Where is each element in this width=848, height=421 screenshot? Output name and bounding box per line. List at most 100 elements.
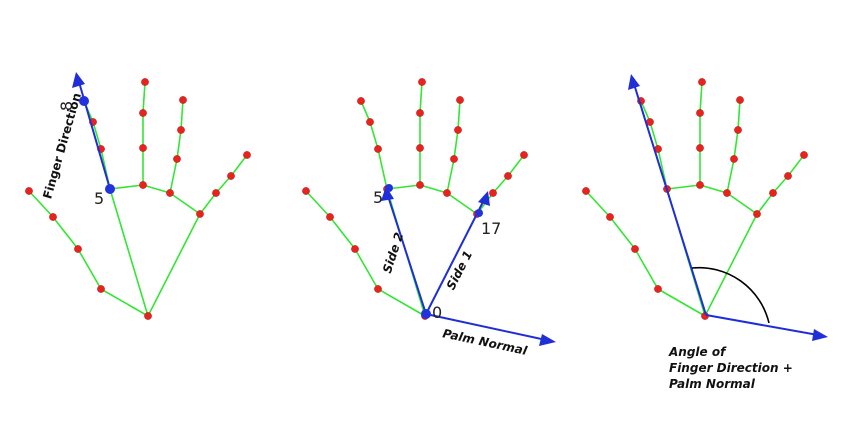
joint-20 xyxy=(800,151,808,159)
joint-2 xyxy=(74,245,82,253)
joint-13 xyxy=(723,189,731,197)
side-2-label: Side 2 xyxy=(380,231,406,275)
joint-12 xyxy=(141,78,149,86)
bone-0-5 xyxy=(109,188,149,317)
bone-15-16 xyxy=(180,99,184,131)
bone-17-18 xyxy=(199,192,217,215)
side-2-vector xyxy=(387,195,427,315)
keypoint-5-label: 5 xyxy=(373,188,383,207)
bone-3-4 xyxy=(305,190,331,218)
joint-19 xyxy=(504,172,512,180)
hand-skeleton-1 xyxy=(25,78,251,320)
keypoint-5-label: 5 xyxy=(94,189,104,208)
joint-0 xyxy=(144,312,152,320)
hand-skeleton-2 xyxy=(302,78,528,320)
hand-skeleton-3 xyxy=(582,78,808,320)
bone-5-9 xyxy=(666,184,701,190)
bone-1-2 xyxy=(634,248,659,290)
joint-3 xyxy=(606,213,614,221)
keypoint-17-label: 17 xyxy=(481,219,501,238)
joint-16 xyxy=(456,96,464,104)
joint-1 xyxy=(97,285,105,293)
joint-18 xyxy=(212,189,220,197)
bone-13-14 xyxy=(446,158,455,194)
bone-3-4 xyxy=(28,190,54,218)
finger-direction-arrowhead xyxy=(72,72,85,88)
bone-9-13 xyxy=(699,184,728,194)
joint-11 xyxy=(139,109,147,117)
panel-angle: Angle of Finger Direction + Palm Normal xyxy=(582,74,828,391)
joint-20 xyxy=(520,151,528,159)
joint-14 xyxy=(450,155,458,163)
palm-normal-label: Palm Normal xyxy=(441,326,529,358)
bone-14-15 xyxy=(733,129,739,160)
joint-19 xyxy=(784,172,792,180)
side-1-vector xyxy=(425,199,485,315)
angle-caption-line-3: Palm Normal xyxy=(669,377,756,391)
joint-8 xyxy=(357,97,365,105)
keypoint-0 xyxy=(421,309,431,319)
bone-0-17 xyxy=(704,213,758,317)
bone-17-18 xyxy=(756,192,774,215)
joint-9 xyxy=(139,181,147,189)
joint-10 xyxy=(139,144,147,152)
bone-9-13 xyxy=(419,184,448,194)
joint-14 xyxy=(730,155,738,163)
bone-19-20 xyxy=(507,154,525,177)
joint-1 xyxy=(374,285,382,293)
joint-13 xyxy=(443,189,451,197)
bone-11-12 xyxy=(142,81,146,114)
bone-13-14 xyxy=(169,158,178,194)
palm-normal-vector xyxy=(705,314,819,336)
joint-10 xyxy=(696,144,704,152)
joint-12 xyxy=(418,78,426,86)
bone-0-1 xyxy=(657,288,706,317)
bone-0-1 xyxy=(100,288,149,317)
bone-6-7 xyxy=(649,121,659,150)
joint-13 xyxy=(166,189,174,197)
joint-12 xyxy=(698,78,706,86)
bone-0-17 xyxy=(147,213,201,317)
bone-6-7 xyxy=(369,121,379,150)
bone-11-12 xyxy=(419,81,423,114)
joint-2 xyxy=(631,245,639,253)
joint-14 xyxy=(173,155,181,163)
joint-11 xyxy=(416,109,424,117)
bone-5-6 xyxy=(377,148,388,190)
joint-2 xyxy=(351,245,359,253)
bone-2-3 xyxy=(52,216,79,250)
bone-13-17 xyxy=(446,192,478,215)
panel-palm-normal: 5 0 17 Side 2 Side 1 Palm Normal xyxy=(302,78,556,358)
bone-3-4 xyxy=(585,190,611,218)
joint-18 xyxy=(489,189,497,197)
keypoint-5 xyxy=(105,184,115,194)
joint-1 xyxy=(654,285,662,293)
joint-16 xyxy=(736,96,744,104)
joint-6 xyxy=(374,145,382,153)
bone-15-16 xyxy=(457,99,461,131)
joint-17 xyxy=(753,210,761,218)
joint-10 xyxy=(416,144,424,152)
angle-caption-line-1: Angle of xyxy=(668,345,727,359)
joint-20 xyxy=(243,151,251,159)
joint-17 xyxy=(196,210,204,218)
bone-13-17 xyxy=(726,192,758,215)
joint-19 xyxy=(227,172,235,180)
side-1-arrowhead xyxy=(478,191,490,206)
palm-normal-arrowhead xyxy=(812,329,828,341)
joint-4 xyxy=(582,187,590,195)
finger-direction-vector xyxy=(633,83,707,316)
keypoint-8-label: 8 xyxy=(57,101,76,111)
joint-15 xyxy=(177,126,185,134)
keypoint-17 xyxy=(475,209,483,217)
side-2-arrowhead xyxy=(381,186,394,201)
bone-14-15 xyxy=(176,129,182,160)
bone-19-20 xyxy=(230,154,248,177)
bone-13-17 xyxy=(169,192,201,215)
bone-2-3 xyxy=(329,216,356,250)
joint-9 xyxy=(416,181,424,189)
joint-9 xyxy=(696,181,704,189)
bone-1-2 xyxy=(77,248,102,290)
joint-18 xyxy=(769,189,777,197)
